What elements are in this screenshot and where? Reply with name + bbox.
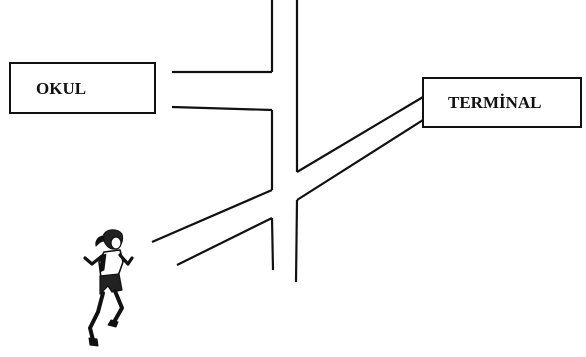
terminal-box-frame xyxy=(422,77,582,128)
runner-back-leg xyxy=(88,291,105,342)
diagonal-road-upper-edge-left xyxy=(151,188,273,244)
runner-face xyxy=(110,236,122,250)
school-box: OKUL xyxy=(9,62,156,114)
runner-ponytail xyxy=(95,235,105,247)
runner-back-shoe xyxy=(88,337,99,347)
vertical-road xyxy=(270,0,299,283)
school-road-bottom-edge xyxy=(171,105,273,112)
runner-front-shoe xyxy=(107,319,119,328)
diagonal-road-lower-edge-left xyxy=(176,217,273,266)
diagonal-road xyxy=(151,96,424,266)
school-box-frame xyxy=(9,62,156,114)
school-label: OKUL xyxy=(36,79,86,98)
vertical-road-left-edge-bottom xyxy=(270,217,275,271)
school-road xyxy=(171,70,273,112)
runner-front-leg xyxy=(112,289,124,324)
diagonal-road-lower-edge-right xyxy=(296,119,424,201)
runner-shirt-shade xyxy=(99,253,107,273)
running-woman-icon xyxy=(83,229,134,347)
runner-shorts xyxy=(99,273,123,295)
runner-left-arm xyxy=(118,253,134,266)
diagonal-road-upper-edge-right xyxy=(296,96,424,173)
vertical-road-right-edge-bottom xyxy=(294,199,299,283)
runner-right-arm xyxy=(83,254,104,266)
terminal-label: TERMİNAL xyxy=(448,93,542,112)
terminal-box: TERMİNAL xyxy=(422,77,582,128)
